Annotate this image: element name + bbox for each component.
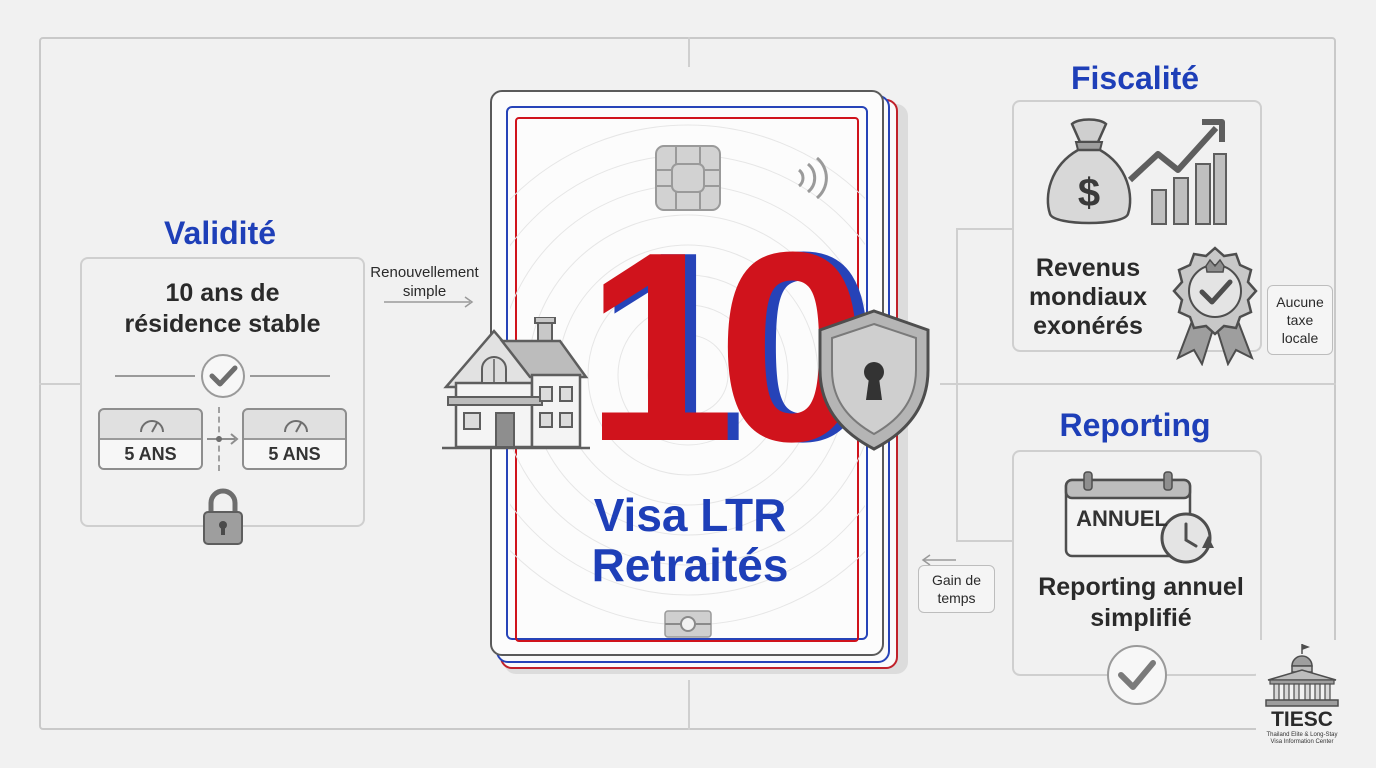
fiscalite-title: Fiscalité xyxy=(1070,60,1200,96)
fiscalite-line-3: exonérés xyxy=(1033,312,1143,340)
logo-subtitle-line-1: Thailand Elite & Long-Stay xyxy=(1266,732,1338,738)
fiscalite-main-text: Revenus mondiaux exonérés xyxy=(1018,254,1158,341)
shield-keyhole-icon xyxy=(815,308,933,452)
arrow-to-card-icon xyxy=(920,552,956,568)
fiscalite-line-2: mondiaux xyxy=(1028,283,1148,311)
logo-subtitle-line-2: Visa Information Center xyxy=(1270,739,1334,745)
connector-to-fiscalite xyxy=(956,228,1012,230)
gain-de-temps-callout: Gain de temps xyxy=(918,565,995,613)
card-strip-icon xyxy=(664,610,712,638)
card-number: 10 xyxy=(585,197,867,498)
money-bag-icon: $ xyxy=(1042,116,1136,230)
calendar-clock-icon: ANNUEL xyxy=(1062,470,1226,576)
gain-line-2: temps xyxy=(937,590,976,606)
check-circle-icon xyxy=(199,352,247,400)
renouvellement-line-1: Renouvellement xyxy=(370,264,479,281)
government-building-icon xyxy=(1265,644,1339,707)
reporting-title: Reporting xyxy=(1059,407,1211,443)
validite-title: Validité xyxy=(163,215,277,251)
card-title: Visa LTR Retraités xyxy=(530,490,850,590)
gauge-icon xyxy=(284,420,308,433)
logo-subtitle: Thailand Elite & Long-Stay Visa Informat… xyxy=(1256,732,1348,746)
period-left-label: 5 ANS xyxy=(100,438,201,468)
connector-left xyxy=(39,383,81,385)
validite-line-1: 10 ans de xyxy=(165,279,280,307)
padlock-icon xyxy=(201,485,245,547)
validite-divider-left xyxy=(115,375,195,377)
check-circle-icon xyxy=(1105,643,1169,707)
validite-main-text: 10 ans de résidence stable xyxy=(82,278,363,340)
reporting-line-1: Reporting annuel xyxy=(1038,573,1244,601)
calendar-label: ANNUEL xyxy=(1076,506,1168,531)
connector-right xyxy=(940,383,1336,385)
period-left-stamp: 5 ANS xyxy=(98,408,203,470)
aucune-line-2: taxe xyxy=(1286,312,1314,328)
tiesc-logo: TIESC Thailand Elite & Long-Stay Visa In… xyxy=(1256,640,1348,750)
gauge-icon xyxy=(140,420,164,433)
chip-icon xyxy=(654,144,722,212)
gain-line-1: Gain de xyxy=(931,572,982,588)
period-right-label: 5 ANS xyxy=(244,438,345,468)
logo-name: TIESC xyxy=(1271,708,1333,731)
contactless-icon xyxy=(795,156,835,200)
connector-to-reporting xyxy=(956,540,1012,542)
fiscalite-line-1: Revenus xyxy=(1035,254,1141,282)
aucune-line-1: Aucune xyxy=(1276,294,1324,310)
growth-chart-icon xyxy=(1124,116,1228,228)
period-right-stamp: 5 ANS xyxy=(242,408,347,470)
svg-text:$: $ xyxy=(1078,171,1100,215)
card-title-line-2: Retraités xyxy=(591,539,789,591)
reporting-main-text: Reporting annuel simplifié xyxy=(1014,572,1268,634)
reporting-line-2: simplifié xyxy=(1090,604,1192,632)
aucune-line-3: locale xyxy=(1281,330,1319,346)
connector-top xyxy=(688,37,690,67)
aucune-taxe-callout: Aucune taxe locale xyxy=(1267,285,1333,355)
validite-line-2: résidence stable xyxy=(124,310,321,338)
connector-bottom xyxy=(688,680,690,730)
validite-divider-right xyxy=(250,375,330,377)
renouvellement-line-2: simple xyxy=(402,283,447,300)
arrow-right-icon xyxy=(205,432,241,446)
award-badge-icon xyxy=(1170,246,1260,366)
arrow-to-card-icon xyxy=(382,294,477,310)
card-title-line-1: Visa LTR xyxy=(593,489,787,541)
renouvellement-callout: Renouvellement simple xyxy=(362,263,487,301)
house-icon xyxy=(442,317,590,451)
connector-right-vertical xyxy=(956,228,958,540)
